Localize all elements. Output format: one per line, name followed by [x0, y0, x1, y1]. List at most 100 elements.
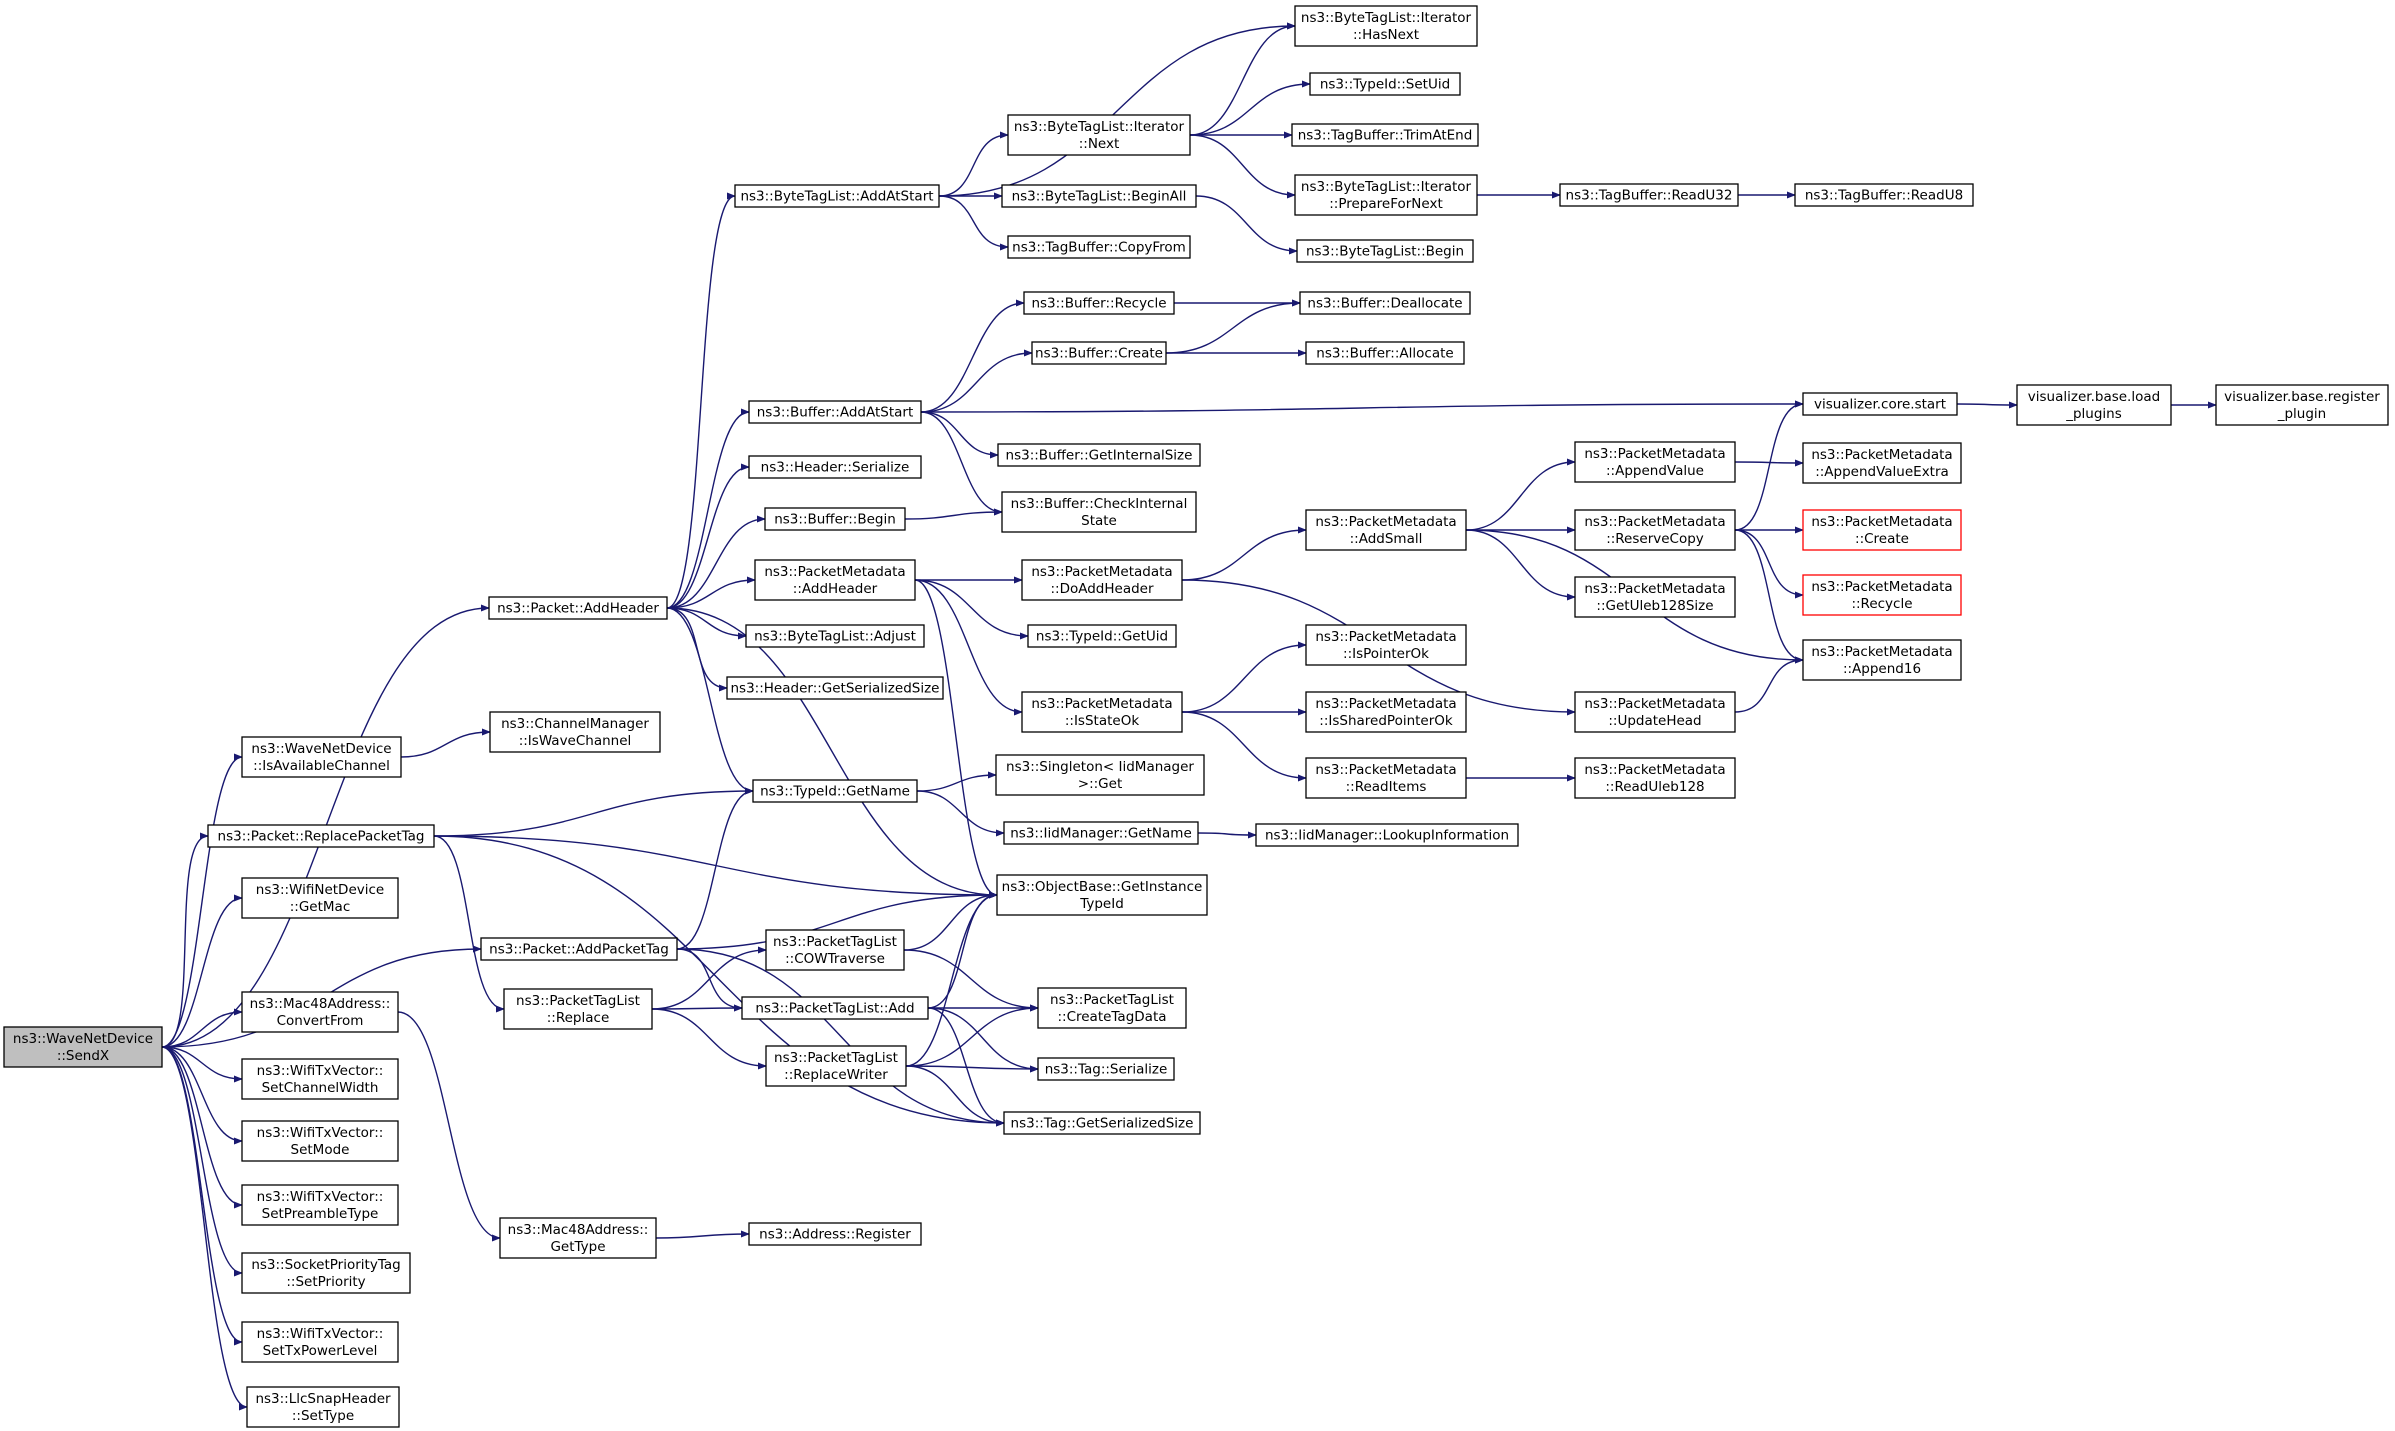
node-btl-adjust[interactable]: ns3::ByteTagList::Adjust — [745, 624, 925, 648]
node-setchannelwidth[interactable]: ns3::WifiTxVector::SetChannelWidth — [241, 1058, 399, 1100]
node-box — [499, 1217, 657, 1259]
node-pm-getuleb128size[interactable]: ns3::PacketMetadata::GetUleb128Size — [1574, 576, 1736, 618]
node-pm-doaddheader[interactable]: ns3::PacketMetadata::DoAddHeader — [1021, 559, 1183, 601]
node-box — [1802, 509, 1962, 551]
node-label: ns3::WifiTxVector:: — [257, 1189, 384, 1205]
node-buffer-recycle[interactable]: ns3::Buffer::Recycle — [1023, 291, 1175, 315]
node-btl-begin[interactable]: ns3::ByteTagList::Begin — [1296, 239, 1474, 263]
node-buffer-allocate[interactable]: ns3::Buffer::Allocate — [1305, 341, 1465, 365]
node-typeid-setuid[interactable]: ns3::TypeId::SetUid — [1309, 72, 1461, 96]
node-buffer-create[interactable]: ns3::Buffer::Create — [1031, 341, 1167, 365]
node-header-getserializedsize[interactable]: ns3::Header::GetSerializedSize — [726, 676, 944, 700]
node-box — [1001, 491, 1197, 533]
node-ptl-add[interactable]: ns3::PacketTagList::Add — [741, 996, 929, 1020]
node-label: ns3::PacketMetadata — [764, 564, 905, 580]
node-label: ::IsWaveChannel — [519, 733, 632, 749]
node-convertfrom[interactable]: ns3::Mac48Address::ConvertFrom — [241, 991, 399, 1033]
node-typeid-getuid[interactable]: ns3::TypeId::GetUid — [1027, 624, 1177, 648]
node-box — [1299, 291, 1471, 315]
node-isavailablechannel[interactable]: ns3::WaveNetDevice::IsAvailableChannel — [241, 736, 402, 778]
node-pm-issharedpointerok[interactable]: ns3::PacketMetadata::IsSharedPointerOk — [1305, 691, 1467, 733]
node-getmac[interactable]: ns3::WifiNetDevice::GetMac — [241, 877, 399, 919]
node-mac48-gettype[interactable]: ns3::Mac48Address::GetType — [499, 1217, 657, 1259]
node-label: ns3::ByteTagList::Begin — [1306, 244, 1464, 260]
node-pm-create[interactable]: ns3::PacketMetadata::Create — [1802, 509, 1962, 551]
node-tagbuffer-copyfrom[interactable]: ns3::TagBuffer::CopyFrom — [1007, 235, 1191, 259]
node-sendx[interactable]: ns3::WaveNetDevice::SendX — [3, 1026, 163, 1068]
node-ptl-replacewriter[interactable]: ns3::PacketTagList::ReplaceWriter — [765, 1045, 907, 1087]
node-replacepackettag[interactable]: ns3::Packet::ReplacePacketTag — [207, 824, 435, 848]
node-buffer-deallocate[interactable]: ns3::Buffer::Deallocate — [1299, 291, 1471, 315]
node-box — [241, 1058, 399, 1100]
node-visualizer-base-load-plugins[interactable]: visualizer.base.load_plugins — [2016, 384, 2172, 426]
node-iidmanager-lookupinformation[interactable]: ns3::IidManager::LookupInformation — [1255, 823, 1519, 847]
node-btl-addatstart[interactable]: ns3::ByteTagList::AddAtStart — [734, 184, 940, 208]
node-iswavechannel[interactable]: ns3::ChannelManager::IsWaveChannel — [489, 711, 661, 753]
node-setpreambletype[interactable]: ns3::WifiTxVector::SetPreambleType — [241, 1184, 399, 1226]
node-setpriority[interactable]: ns3::SocketPriorityTag::SetPriority — [241, 1252, 411, 1294]
edge-ptl_add-to-tag_serialize — [927, 1007, 1039, 1073]
node-tag-serialize[interactable]: ns3::Tag::Serialize — [1037, 1057, 1175, 1081]
edge-ptl_cowtraverse-to-ptl_createtagdata — [903, 949, 1039, 1012]
edge-buffer_addatstart-to-buffer_checkinternalstate — [920, 411, 1003, 516]
node-box — [488, 596, 668, 620]
node-label: visualizer.core.start — [1814, 397, 1946, 413]
node-buffer-addatstart[interactable]: ns3::Buffer::AddAtStart — [748, 400, 922, 424]
node-btli-hasnext[interactable]: ns3::ByteTagList::Iterator::HasNext — [1294, 5, 1478, 47]
node-label: ns3::ByteTagList::Iterator — [1301, 179, 1472, 195]
node-ptl-replace[interactable]: ns3::PacketTagList::Replace — [503, 988, 653, 1030]
node-pm-readitems[interactable]: ns3::PacketMetadata::ReadItems — [1305, 757, 1467, 799]
node-pm-appendvalue[interactable]: ns3::PacketMetadata::AppendValue — [1574, 441, 1736, 483]
node-address-register[interactable]: ns3::Address::Register — [748, 1222, 922, 1246]
node-iidmanager-getname[interactable]: ns3::IidManager::GetName — [1003, 821, 1199, 845]
node-tagbuffer-readu8[interactable]: ns3::TagBuffer::ReadU8 — [1794, 183, 1974, 207]
node-tagbuffer-trimatend[interactable]: ns3::TagBuffer::TrimAtEnd — [1291, 123, 1479, 147]
node-btl-beginall[interactable]: ns3::ByteTagList::BeginAll — [1001, 184, 1197, 208]
edge-sendx-to-settxpowerlevel — [161, 1046, 243, 1346]
node-pm-isstateok[interactable]: ns3::PacketMetadata::IsStateOk — [1021, 691, 1183, 733]
edge-addpackettag-to-objectbase_getinstancetypeid — [676, 891, 998, 950]
node-header-serialize[interactable]: ns3::Header::Serialize — [748, 455, 922, 479]
node-label: ns3::Buffer::GetInternalSize — [1006, 448, 1193, 464]
node-settype[interactable]: ns3::LlcSnapHeader::SetType — [246, 1386, 400, 1428]
node-box — [1255, 823, 1519, 847]
node-tag-getserializedsize[interactable]: ns3::Tag::GetSerializedSize — [1003, 1111, 1201, 1135]
node-pm-appendvalueextra[interactable]: ns3::PacketMetadata::AppendValueExtra — [1802, 442, 1962, 484]
node-label: ns3::TypeId::GetUid — [1036, 629, 1168, 645]
node-typeid-getname[interactable]: ns3::TypeId::GetName — [752, 779, 918, 803]
node-pm-ispointerok[interactable]: ns3::PacketMetadata::IsPointerOk — [1305, 624, 1467, 666]
node-ptl-createtagdata[interactable]: ns3::PacketTagList::CreateTagData — [1037, 987, 1187, 1029]
node-label: ns3::PacketMetadata — [1031, 696, 1172, 712]
node-box — [1296, 239, 1474, 263]
node-visualizer-base-register-plugin[interactable]: visualizer.base.register_plugin — [2215, 384, 2389, 426]
node-btli-preparefornext[interactable]: ns3::ByteTagList::Iterator::PrepareForNe… — [1294, 174, 1478, 216]
node-buffer-getinternalsize[interactable]: ns3::Buffer::GetInternalSize — [997, 443, 1201, 467]
node-ptl-cowtraverse[interactable]: ns3::PacketTagList::COWTraverse — [765, 929, 905, 971]
node-pm-updatehead[interactable]: ns3::PacketMetadata::UpdateHead — [1574, 691, 1736, 733]
node-pm-addsmall[interactable]: ns3::PacketMetadata::AddSmall — [1305, 509, 1467, 551]
node-label: ns3::PacketMetadata — [1031, 564, 1172, 580]
node-pm-recycle[interactable]: ns3::PacketMetadata::Recycle — [1802, 574, 1962, 616]
edge-packet_addheader-to-objectbase_getinstancetypeid — [666, 607, 998, 899]
node-label: ns3::PacketMetadata — [1811, 514, 1952, 530]
node-singleton-get[interactable]: ns3::Singleton< IidManager>::Get — [995, 754, 1205, 796]
node-box — [241, 877, 399, 919]
node-box — [2016, 384, 2172, 426]
node-visualizer-core-start[interactable]: visualizer.core.start — [1802, 392, 1958, 416]
node-setmode[interactable]: ns3::WifiTxVector::SetMode — [241, 1120, 399, 1162]
node-pm-append16[interactable]: ns3::PacketMetadata::Append16 — [1802, 639, 1962, 681]
node-tagbuffer-readu32[interactable]: ns3::TagBuffer::ReadU32 — [1559, 183, 1739, 207]
node-buffer-begin[interactable]: ns3::Buffer::Begin — [764, 507, 906, 531]
node-btli-next[interactable]: ns3::ByteTagList::Iterator::Next — [1007, 114, 1191, 156]
node-pm-reservecopy[interactable]: ns3::PacketMetadata::ReserveCopy — [1574, 509, 1736, 551]
node-pm-readuleb128[interactable]: ns3::PacketMetadata::ReadUleb128 — [1574, 757, 1736, 799]
node-label: >::Get — [1078, 776, 1122, 792]
node-box — [1003, 821, 1199, 845]
edge-packet_addheader-to-btl_adjust — [666, 607, 747, 640]
node-settxpowerlevel[interactable]: ns3::WifiTxVector::SetTxPowerLevel — [241, 1321, 399, 1363]
node-packet-addheader[interactable]: ns3::Packet::AddHeader — [488, 596, 668, 620]
node-pm-addheader[interactable]: ns3::PacketMetadata::AddHeader — [754, 559, 916, 601]
node-addpackettag[interactable]: ns3::Packet::AddPacketTag — [480, 937, 678, 961]
